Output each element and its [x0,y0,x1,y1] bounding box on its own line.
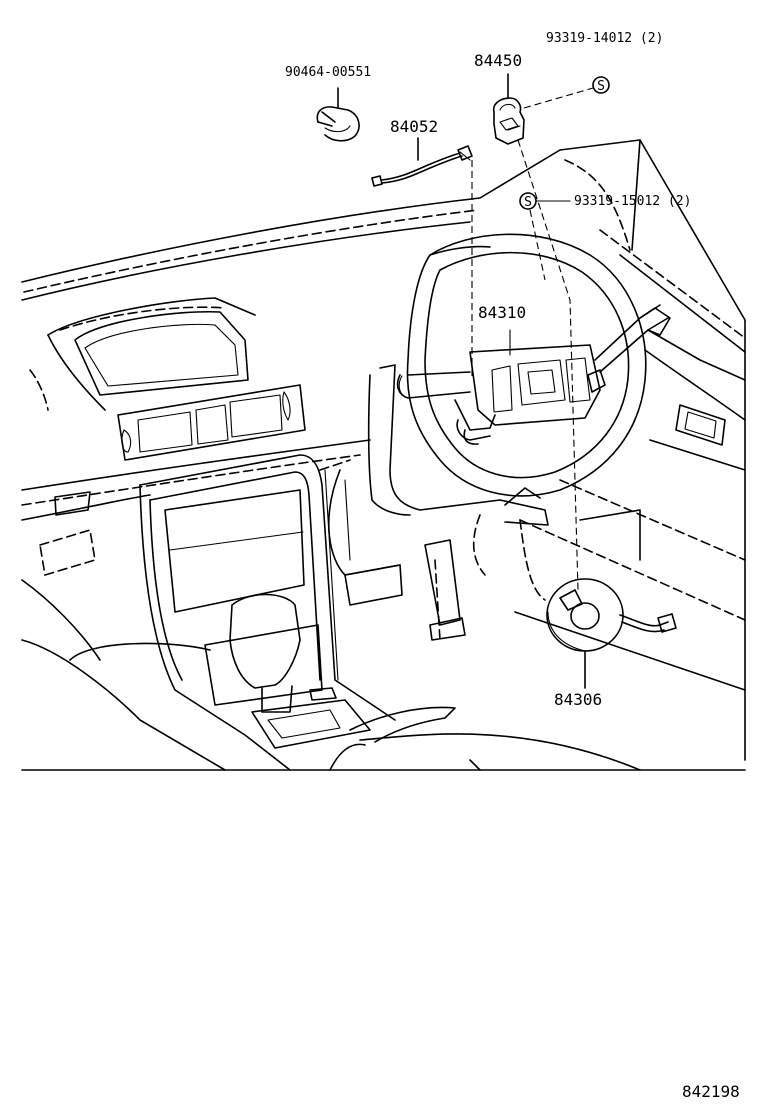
screw-symbol-b: S [519,192,537,210]
label-switch: 84450 [474,51,522,70]
label-combination-switch: 84310 [478,303,526,322]
screw-symbol-text-b: S [524,195,532,210]
spiral-cable-part-drawing [546,578,677,689]
screw-symbol-text-a: S [597,79,605,94]
leader-lines [471,87,594,591]
label-wire: 84052 [390,117,438,136]
dashboard-outline [21,139,746,771]
figure-number: 842198 [682,1082,740,1101]
label-spiral-cable: 84306 [554,690,602,709]
label-clamp: 90464-00551 [285,65,371,80]
wire-part-drawing [371,137,473,187]
switch-part-drawing [492,73,525,145]
label-screw-a: 93319-14012 (2) [546,31,663,46]
clamp-part-drawing [316,87,360,142]
label-screw-b: 93319-15012 (2) [574,194,691,209]
screw-symbol-a: S [592,76,610,94]
